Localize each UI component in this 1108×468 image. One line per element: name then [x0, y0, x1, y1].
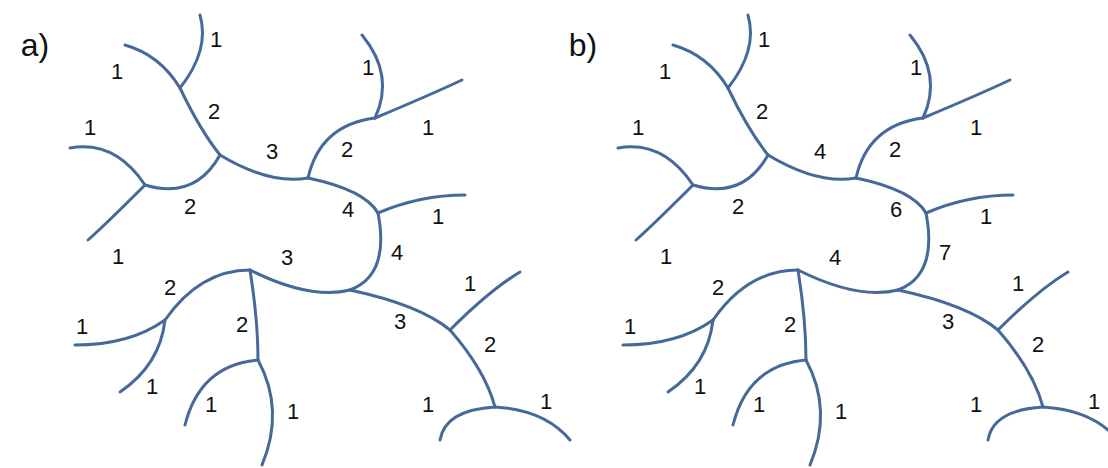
stream-order: 2 — [484, 334, 496, 356]
stream-order: 1 — [753, 394, 765, 416]
stream-order: 3 — [266, 141, 278, 163]
stream-order: 2 — [236, 314, 248, 336]
stream-order: 3 — [394, 311, 406, 333]
river-segment — [495, 407, 570, 440]
river-segment — [180, 88, 220, 155]
stream-order: 1 — [980, 206, 992, 228]
stream-order: 1 — [432, 206, 444, 228]
river-segment — [258, 360, 273, 465]
river-segment — [250, 270, 258, 360]
river-segment — [125, 45, 180, 88]
panel-letter: b) — [569, 29, 597, 61]
stream-order: 1 — [111, 61, 123, 83]
stream-order: 1 — [112, 246, 124, 268]
river-segment — [350, 213, 381, 290]
river-segment — [450, 272, 520, 330]
stream-order: 1 — [632, 117, 644, 139]
stream-order: 3 — [942, 311, 954, 333]
stream-order: 2 — [184, 196, 196, 218]
stream-order: 2 — [208, 101, 220, 123]
stream-order: 1 — [694, 376, 706, 398]
stream-order: 4 — [829, 247, 841, 269]
stream-order: 1 — [1012, 273, 1024, 295]
stream-order: 1 — [146, 376, 158, 398]
river-network — [618, 15, 1108, 465]
river-segment — [120, 320, 165, 392]
river-segment — [75, 320, 165, 345]
river-segment — [362, 35, 383, 118]
river-segment — [308, 118, 375, 178]
stream-order: 2 — [732, 196, 744, 218]
stream-order: 1 — [540, 391, 552, 413]
stream-order: 7 — [939, 242, 951, 264]
stream-order: 6 — [890, 199, 902, 221]
stream-order: 3 — [281, 247, 293, 269]
stream-order: 1 — [835, 401, 847, 423]
river-segment — [375, 80, 462, 118]
river-segment — [185, 360, 258, 425]
stream-order: 1 — [422, 117, 434, 139]
stream-order: 1 — [205, 394, 217, 416]
stream-order: 1 — [210, 29, 222, 51]
stream-order: 1 — [970, 117, 982, 139]
stream-order: 2 — [712, 277, 724, 299]
stream-order: 2 — [1032, 334, 1044, 356]
stream-order: 1 — [422, 394, 434, 416]
stream-order: 1 — [84, 117, 96, 139]
river-segment — [378, 195, 465, 213]
stream-order: 4 — [391, 242, 403, 264]
river-network — [70, 15, 570, 465]
stream-order: 1 — [660, 246, 672, 268]
stream-order: 1 — [287, 401, 299, 423]
stream-order: 1 — [76, 316, 88, 338]
stream-order: 1 — [659, 61, 671, 83]
stream-order: 1 — [758, 29, 770, 51]
river-segment — [145, 155, 220, 189]
river-segment — [70, 147, 145, 185]
stream-order: 2 — [889, 139, 901, 161]
stream-order: 1 — [624, 316, 636, 338]
river-segment — [180, 15, 203, 88]
panel-letter: a) — [21, 29, 49, 61]
stream-order: 2 — [756, 101, 768, 123]
river-segment — [88, 185, 145, 240]
stream-order: 1 — [362, 57, 374, 79]
stream-order: 1 — [464, 273, 476, 295]
stream-order: 2 — [164, 277, 176, 299]
river-segment — [220, 155, 308, 179]
stream-order: 2 — [784, 314, 796, 336]
stream-order: 2 — [341, 139, 353, 161]
stream-order: 1 — [910, 57, 922, 79]
river-segment — [250, 270, 350, 293]
stream-order: 4 — [814, 141, 826, 163]
river-segment — [440, 407, 495, 440]
stream-order: 4 — [342, 199, 354, 221]
stream-order: 1 — [1088, 391, 1100, 413]
stream-order: 1 — [970, 394, 982, 416]
river-segment — [165, 270, 250, 320]
